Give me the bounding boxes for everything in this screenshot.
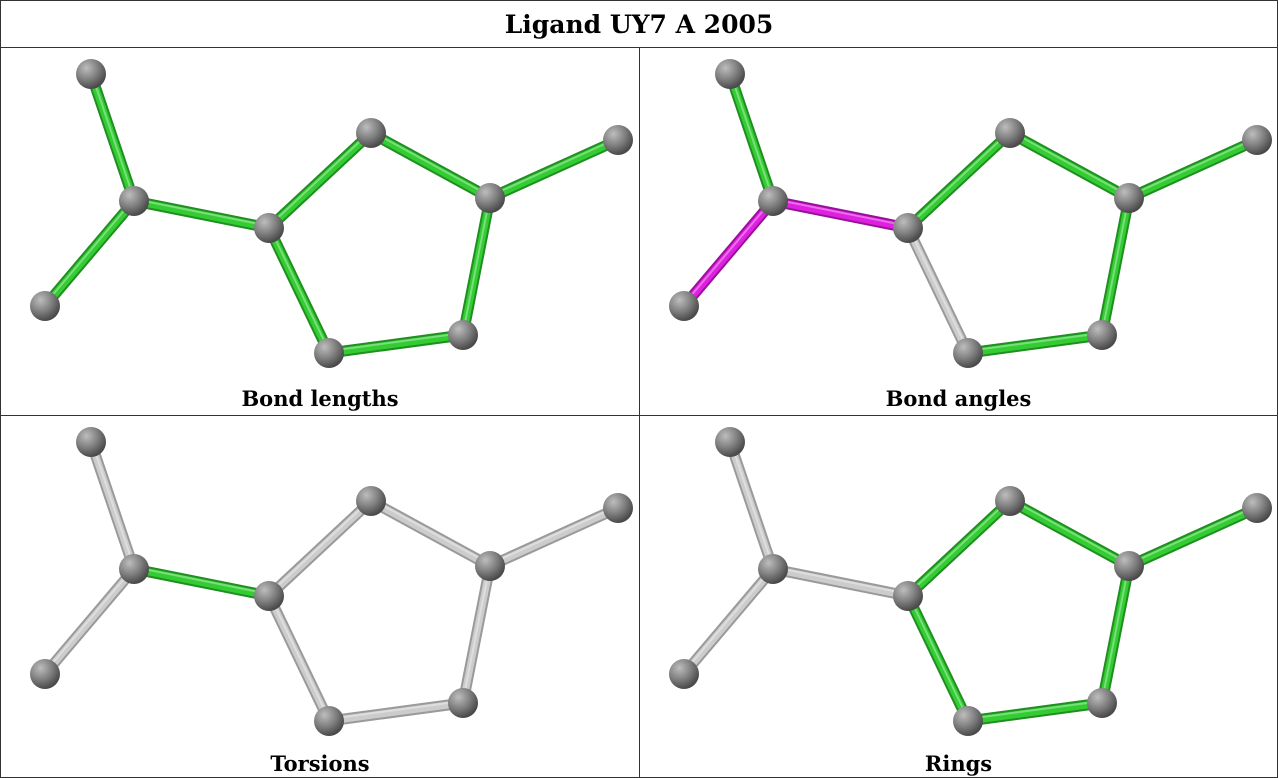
panel-bond-lengths: Bond lengths xyxy=(0,47,640,416)
panel-caption-bond-angles: Bond angles xyxy=(885,386,1032,411)
molecule-view-torsions xyxy=(30,427,633,736)
atom xyxy=(314,706,344,736)
atom xyxy=(995,118,1025,148)
bond xyxy=(767,563,914,602)
bond xyxy=(724,436,779,575)
atom xyxy=(1242,125,1272,155)
bond xyxy=(902,590,974,727)
atom xyxy=(715,427,745,457)
bond xyxy=(323,697,469,727)
atom xyxy=(475,183,505,213)
atom xyxy=(715,59,745,89)
atom xyxy=(76,59,106,89)
atom xyxy=(953,706,983,736)
atom xyxy=(254,581,284,611)
atom xyxy=(119,186,149,216)
bond xyxy=(484,502,624,572)
atom xyxy=(119,554,149,584)
panel-torsions: Torsions xyxy=(0,415,640,778)
bond xyxy=(767,195,914,234)
bond xyxy=(1004,495,1135,572)
bond xyxy=(365,495,496,572)
atom xyxy=(30,659,60,689)
panel-caption-torsions: Torsions xyxy=(270,751,370,776)
bond xyxy=(39,195,140,312)
bond xyxy=(902,127,1016,234)
bond xyxy=(1096,560,1135,709)
atom xyxy=(76,427,106,457)
bond xyxy=(128,195,275,234)
bond xyxy=(85,436,140,575)
bond xyxy=(678,563,779,680)
bond xyxy=(263,590,335,727)
bond xyxy=(484,134,624,204)
bond xyxy=(457,192,496,341)
bond xyxy=(457,560,496,709)
panel-caption-bond-lengths: Bond lengths xyxy=(241,386,399,411)
bond xyxy=(902,222,974,359)
molecule-view-bond-lengths xyxy=(30,59,633,368)
molecule-view-bond-angles xyxy=(669,59,1272,368)
bond xyxy=(678,195,779,312)
bond xyxy=(39,563,140,680)
atom xyxy=(603,125,633,155)
bond xyxy=(1123,502,1263,572)
atom xyxy=(475,551,505,581)
atom xyxy=(1087,320,1117,350)
atom xyxy=(669,659,699,689)
bond xyxy=(263,222,335,359)
bond xyxy=(1004,127,1135,204)
bond xyxy=(85,68,140,207)
bond xyxy=(962,329,1108,359)
bond xyxy=(902,495,1016,602)
atom xyxy=(1114,551,1144,581)
atom xyxy=(1087,688,1117,718)
panel-caption-rings: Rings xyxy=(924,751,993,776)
atom xyxy=(953,338,983,368)
atom xyxy=(758,554,788,584)
atom xyxy=(603,493,633,523)
atom xyxy=(254,213,284,243)
bond xyxy=(128,563,275,602)
bond xyxy=(263,127,377,234)
bond xyxy=(724,68,779,207)
bond xyxy=(1123,134,1263,204)
atom xyxy=(893,213,923,243)
panel-rings: Rings xyxy=(639,415,1278,778)
bond xyxy=(1096,192,1135,341)
atom xyxy=(758,186,788,216)
figure-title: Ligand UY7 A 2005 xyxy=(0,0,1278,48)
bond xyxy=(365,127,496,204)
atom xyxy=(356,118,386,148)
atom xyxy=(669,291,699,321)
atom xyxy=(1242,493,1272,523)
atom xyxy=(448,320,478,350)
atom xyxy=(356,486,386,516)
panel-bond-angles: Bond angles xyxy=(639,47,1278,416)
atom xyxy=(448,688,478,718)
atom xyxy=(1114,183,1144,213)
bond xyxy=(263,495,377,602)
bond xyxy=(962,697,1108,727)
atom xyxy=(995,486,1025,516)
atom xyxy=(30,291,60,321)
atom xyxy=(314,338,344,368)
molecule-view-rings xyxy=(669,427,1272,736)
atom xyxy=(893,581,923,611)
bond xyxy=(323,329,469,359)
